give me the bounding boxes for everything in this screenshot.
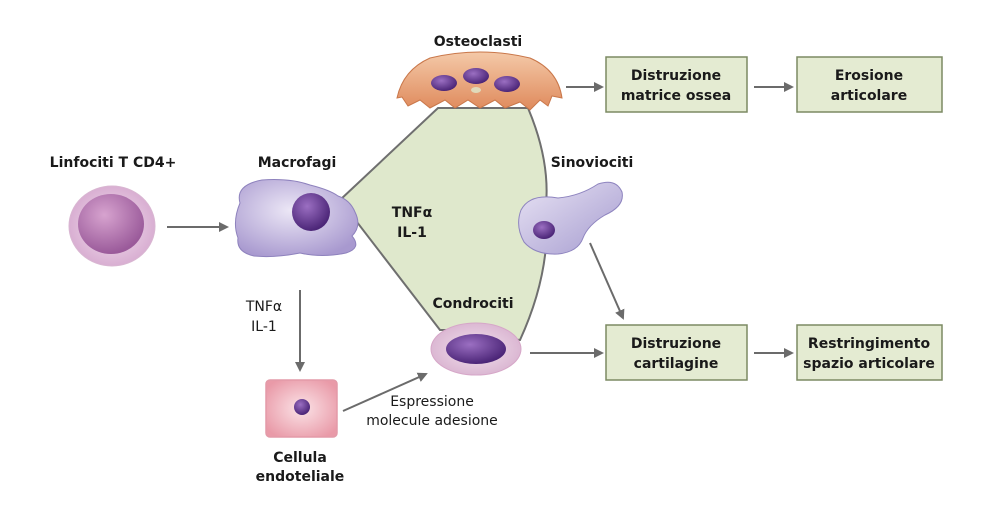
box-distruzione-cartilagine-line2: cartilagine [634,356,719,372]
label-cellula: Cellula [273,450,327,466]
box-erosione: Erosione articolare [796,56,943,113]
macrophage-cell [234,179,359,258]
osteoclast-cell [396,51,563,111]
annotation-molecule: molecule adesione [366,413,498,429]
box-distruzione-cartilagine: Distruzione cartilagine [605,324,748,381]
box-erosione-line1: Erosione [835,68,903,84]
chondrocyte-cell [430,322,522,376]
synoviocyte-cell [518,181,623,255]
endothelial-cell [265,379,338,438]
center-cytokine-il1: IL-1 [397,225,427,241]
box-restringimento-line2: spazio articolare [803,356,935,372]
arrow-synoviocyte-cartilage [589,242,625,320]
box-distruzione-matrice-line2: matrice ossea [621,88,731,104]
center-cytokine-tnf: TNFα [392,205,433,221]
box-erosione-line2: articolare [831,88,907,104]
label-condrociti: Condrociti [433,296,514,312]
label-sinoviociti: Sinoviociti [551,155,634,171]
arrow-endothelial-chondrocyte [342,372,428,412]
box-restringimento-line1: Restringimento [808,336,931,352]
label-macrofagi: Macrofagi [258,155,337,171]
label-osteoclasti: Osteoclasti [434,34,522,50]
box-distruzione-cartilagine-line1: Distruzione [631,336,721,352]
box-distruzione-matrice-line1: Distruzione [631,68,721,84]
annotation-espressione: Espressione [390,394,474,410]
side-cytokine-il1: IL-1 [251,319,277,335]
label-endoteliale: endoteliale [256,469,345,485]
box-restringimento: Restringimento spazio articolare [796,324,943,381]
side-cytokine-tnf: TNFα [245,299,282,315]
box-distruzione-matrice: Distruzione matrice ossea [605,56,748,113]
label-linfociti: Linfociti T CD4+ [50,155,177,171]
lymphocyte-cell [68,185,156,267]
